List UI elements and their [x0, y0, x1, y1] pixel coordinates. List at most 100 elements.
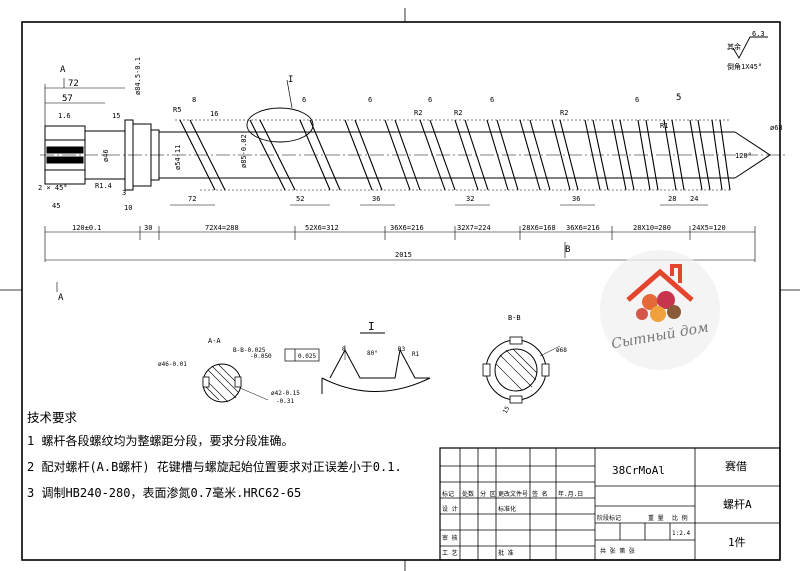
- svg-text:标记: 标记: [442, 490, 454, 498]
- technical-notes: 技术要求 1 螺杆各段螺纹均为整螺距分段，要求分段准确。 2 配对螺杆(A.B螺…: [27, 408, 427, 506]
- svg-text:72X4=288: 72X4=288: [205, 224, 239, 232]
- svg-text:比 例: 比 例: [672, 514, 688, 522]
- svg-text:工 艺: 工 艺: [442, 549, 458, 557]
- dimension-texts: A A B 5 72 57 1.6 ø84.5-0.1 R5 8 16 I 6 …: [38, 57, 783, 303]
- svg-text:ø85-0.02: ø85-0.02: [240, 134, 248, 168]
- svg-text:6: 6: [302, 96, 306, 104]
- svg-text:52: 52: [296, 195, 304, 203]
- svg-text:30: 30: [144, 224, 152, 232]
- svg-text:共 张 第 张: 共 张 第 张: [600, 547, 635, 555]
- svg-text:R5: R5: [173, 106, 181, 114]
- svg-text:1件: 1件: [728, 536, 746, 549]
- svg-text:R1: R1: [660, 122, 668, 130]
- svg-text:15: 15: [112, 112, 120, 120]
- svg-text:R2: R2: [560, 109, 568, 117]
- svg-text:1:2.4: 1:2.4: [672, 530, 690, 537]
- svg-text:3: 3: [122, 189, 126, 197]
- svg-text:28X6=168: 28X6=168: [522, 224, 556, 232]
- svg-text:52X6=312: 52X6=312: [305, 224, 339, 232]
- svg-text:10: 10: [124, 204, 132, 212]
- svg-text:16: 16: [210, 110, 218, 118]
- svg-text:更改文件号: 更改文件号: [498, 490, 528, 498]
- svg-text:120±0.1: 120±0.1: [72, 224, 102, 232]
- svg-text:ø68: ø68: [770, 124, 783, 132]
- svg-text:ø84.5-0.1: ø84.5-0.1: [134, 57, 142, 95]
- surface-finish-symbol: 6.3 其余 倒角1X45°: [727, 30, 768, 71]
- svg-text:32X7=224: 32X7=224: [457, 224, 491, 232]
- svg-text:72: 72: [68, 79, 79, 89]
- screw-flights: [179, 119, 731, 191]
- svg-text:ø42-0.15: ø42-0.15: [271, 390, 300, 397]
- svg-text:5: 5: [676, 93, 681, 103]
- svg-text:57: 57: [62, 94, 73, 104]
- svg-text:审 核: 审 核: [442, 534, 458, 542]
- house-logo-icon: [626, 264, 694, 322]
- svg-text:B: B: [565, 245, 570, 255]
- svg-text:-0.050: -0.050: [250, 353, 272, 360]
- svg-text:处数: 处数: [462, 490, 474, 498]
- svg-text:80°: 80°: [367, 350, 378, 357]
- svg-text:6.3: 6.3: [752, 30, 765, 38]
- svg-text:28: 28: [668, 195, 676, 203]
- svg-text:24: 24: [690, 195, 698, 203]
- svg-text:螺杆A: 螺杆A: [723, 497, 752, 511]
- svg-text:R1.4: R1.4: [95, 182, 112, 190]
- svg-text:15: 15: [502, 405, 512, 415]
- svg-text:28X10=280: 28X10=280: [633, 224, 671, 232]
- svg-text:36: 36: [572, 195, 580, 203]
- svg-text:R2: R2: [454, 109, 462, 117]
- svg-text:2 × 45°: 2 × 45°: [38, 184, 68, 192]
- notes-title: 技术要求: [27, 410, 78, 425]
- svg-text:6: 6: [635, 96, 639, 104]
- svg-text:A: A: [60, 65, 66, 75]
- svg-text:24X5=120: 24X5=120: [692, 224, 726, 232]
- svg-text:45: 45: [52, 202, 60, 210]
- svg-text:6: 6: [490, 96, 494, 104]
- title-block: [439, 447, 781, 561]
- svg-text:72: 72: [188, 195, 196, 203]
- svg-text:R3: R3: [398, 346, 406, 353]
- svg-text:ø46: ø46: [102, 149, 110, 162]
- svg-text:阶段标记: 阶段标记: [597, 514, 621, 522]
- svg-text:36X6=216: 36X6=216: [390, 224, 424, 232]
- svg-text:6: 6: [368, 96, 372, 104]
- svg-text:0.025: 0.025: [298, 353, 316, 360]
- section-b-b: B-B ø68 15: [482, 314, 567, 415]
- detail-i: I 8 80° R3 R1: [321, 320, 431, 394]
- svg-text:重 量: 重 量: [648, 514, 664, 522]
- svg-text:8: 8: [342, 346, 346, 353]
- svg-text:B-B: B-B: [508, 314, 521, 322]
- svg-text:R2: R2: [414, 109, 422, 117]
- note-item-1: 1 螺杆各段螺纹均为整螺距分段，要求分段准确。: [27, 434, 294, 448]
- svg-text:年.月.日: 年.月.日: [558, 490, 583, 498]
- svg-text:签 名: 签 名: [532, 490, 548, 498]
- screw-main-view: [40, 79, 785, 191]
- svg-text:ø46-0.01: ø46-0.01: [158, 361, 187, 368]
- title-block-texts: 标记 处数 分 区 更改文件号 签 名 年.月.日 设 计 标准化 审 核 工 …: [442, 459, 752, 557]
- svg-text:批 准: 批 准: [498, 549, 514, 557]
- svg-text:I: I: [368, 320, 375, 333]
- svg-text:A: A: [58, 293, 64, 303]
- svg-text:赛借: 赛借: [725, 459, 747, 473]
- svg-text:1.6: 1.6: [58, 112, 71, 120]
- svg-text:38CrMoAl: 38CrMoAl: [612, 464, 665, 477]
- svg-text:36X6=216: 36X6=216: [566, 224, 600, 232]
- svg-text:8: 8: [192, 96, 196, 104]
- svg-text:120°: 120°: [735, 152, 752, 160]
- svg-text:倒角1X45°: 倒角1X45°: [727, 62, 762, 71]
- svg-text:标准化: 标准化: [498, 505, 516, 513]
- svg-text:36: 36: [372, 195, 380, 203]
- svg-text:ø54-11: ø54-11: [174, 145, 182, 170]
- svg-text:32: 32: [466, 195, 474, 203]
- svg-text:-0.31: -0.31: [276, 398, 294, 405]
- note-item-3: 3 调制HB240-280，表面渗氮0.7毫米.HRC62-65: [27, 486, 302, 500]
- svg-text:分 区: 分 区: [480, 490, 496, 498]
- svg-text:I: I: [288, 75, 293, 85]
- svg-text:其余: 其余: [727, 42, 741, 51]
- svg-text:ø68: ø68: [556, 347, 567, 354]
- note-item-2: 2 配对螺杆(A.B螺杆) 花键槽与螺旋起始位置要求对正误差小于0.1.: [27, 460, 402, 474]
- svg-text:6: 6: [428, 96, 432, 104]
- svg-text:A-A: A-A: [208, 337, 221, 345]
- svg-text:R1: R1: [412, 351, 420, 358]
